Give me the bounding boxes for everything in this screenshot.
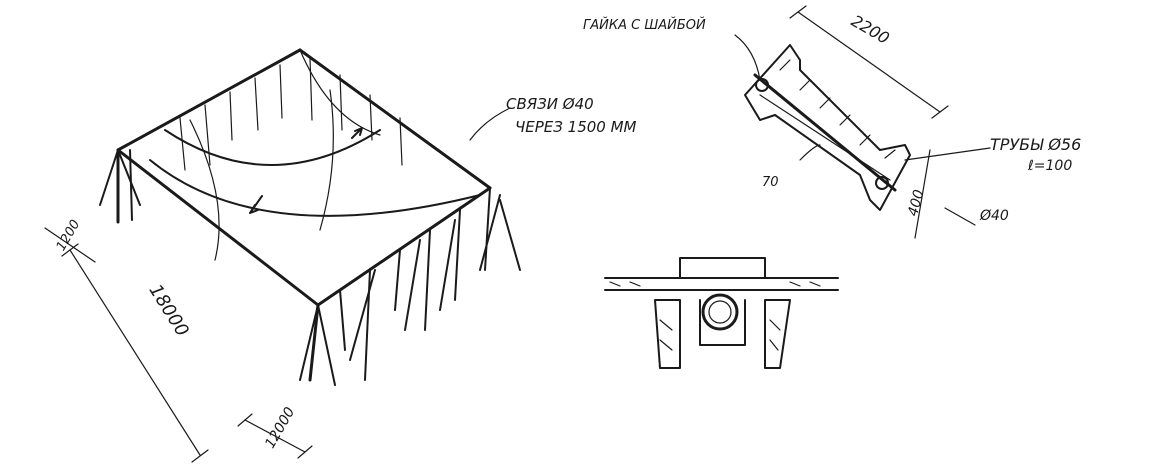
dim-18000-line bbox=[69, 249, 201, 456]
dimension-lines-tent bbox=[44, 227, 313, 463]
tent-back-wall-hatch bbox=[179, 57, 403, 171]
dim-400-line bbox=[914, 149, 931, 239]
section-detail bbox=[604, 257, 839, 369]
nut-label: ГАЙКА С ШАЙБОЙ bbox=[583, 18, 706, 33]
tent-front-right-beam bbox=[316, 186, 492, 307]
section-right-web bbox=[764, 299, 791, 369]
tent-right-legs bbox=[339, 187, 521, 381]
tent-membrane-front-edge bbox=[149, 159, 481, 217]
tent-left-leg-2 bbox=[129, 149, 133, 221]
ties-label: СВЯЗИ Ø40 bbox=[506, 95, 594, 113]
section-left-web bbox=[654, 299, 681, 369]
dim-d40-label: Ø40 bbox=[980, 208, 1009, 224]
tent-back-left-beam bbox=[116, 48, 302, 152]
pipes-label: ТРУБЫ Ø56 bbox=[990, 135, 1082, 154]
dim-1200-line bbox=[44, 227, 96, 263]
tent-back-right-beam bbox=[298, 48, 492, 190]
tent-front-brace bbox=[299, 304, 336, 386]
pipe-length-label: ℓ=100 bbox=[1028, 158, 1073, 174]
tent-membrane-mid bbox=[164, 129, 381, 166]
section-pipe-inner bbox=[708, 300, 732, 324]
ties-leader bbox=[469, 107, 511, 141]
detail-nut-top bbox=[755, 78, 769, 92]
tent-front-left-beam bbox=[116, 148, 320, 307]
tent-arrow-up bbox=[351, 127, 363, 139]
section-opening bbox=[699, 299, 746, 346]
tent-front-leg bbox=[308, 303, 320, 382]
detail-rod bbox=[753, 73, 897, 192]
nut-leader bbox=[734, 34, 761, 81]
tent-membrane-seam bbox=[189, 119, 220, 261]
detail-rod-inner bbox=[759, 94, 891, 181]
tent-ridge-curve bbox=[299, 49, 381, 136]
dim-2200-line bbox=[797, 11, 941, 113]
pipes-leader bbox=[904, 147, 991, 161]
dim-70-leader bbox=[799, 144, 821, 161]
detail-hatch bbox=[779, 59, 896, 159]
dim-d40-line bbox=[944, 207, 976, 226]
tent-left-brace bbox=[99, 149, 141, 206]
section-pipe bbox=[701, 293, 739, 331]
section-cap bbox=[679, 257, 766, 279]
tent-membrane-seam-2 bbox=[319, 89, 334, 231]
spacing-label: ЧЕРЕЗ 1500 ММ bbox=[515, 118, 637, 136]
detail-nut-bottom bbox=[875, 176, 889, 190]
tent-structure bbox=[99, 48, 521, 386]
connection-detail bbox=[734, 5, 991, 239]
dim-12000-line bbox=[244, 419, 306, 453]
section-hatch bbox=[609, 281, 821, 351]
dim-70-label: 70 bbox=[762, 175, 779, 190]
tent-arrow-down bbox=[249, 195, 263, 214]
detail-body-outline bbox=[744, 44, 911, 211]
